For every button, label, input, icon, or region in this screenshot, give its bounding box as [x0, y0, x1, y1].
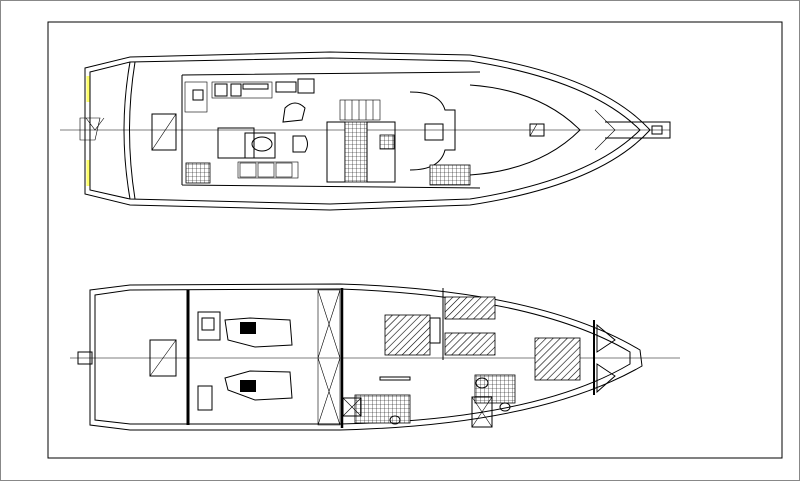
berth-forward	[534, 337, 581, 381]
hull-outline	[89, 283, 643, 431]
sheet-border	[47, 21, 783, 459]
hull-outline	[84, 51, 651, 211]
hatch	[151, 113, 177, 151]
berth-guest	[444, 296, 496, 320]
anchor-windlass	[651, 125, 663, 135]
engine-port	[224, 317, 293, 348]
berth-guest	[444, 332, 496, 356]
lower-deck-plan	[70, 283, 680, 431]
upper-deck-plan	[60, 51, 671, 211]
helm-seat	[424, 123, 444, 141]
galley	[344, 121, 368, 183]
chain-locker	[596, 323, 616, 394]
berth-master	[384, 314, 431, 356]
stairs	[185, 162, 211, 184]
head	[354, 394, 411, 424]
engine-hatch	[149, 339, 177, 377]
engine-starboard	[224, 370, 293, 401]
table	[251, 136, 273, 152]
head	[474, 374, 516, 404]
